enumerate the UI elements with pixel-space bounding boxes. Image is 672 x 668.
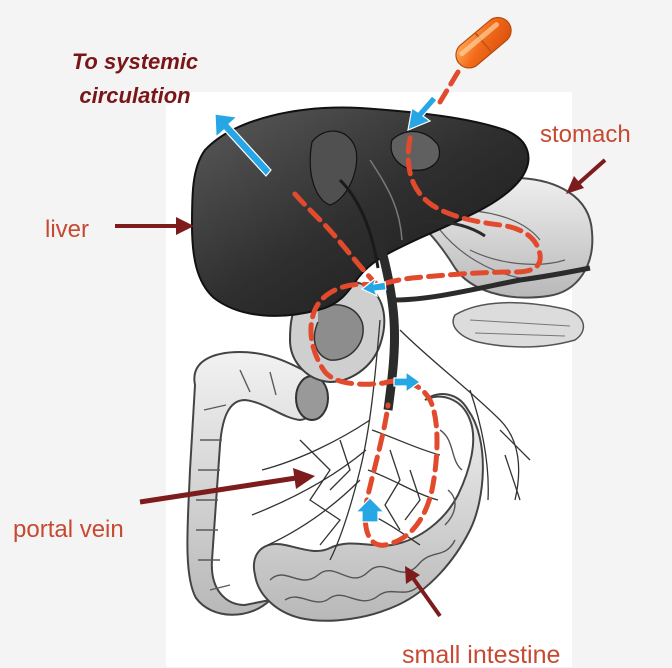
- liver-label: liver: [45, 216, 89, 244]
- systemic-label-line1: To systemic: [50, 45, 220, 79]
- capsule-icon: [451, 12, 517, 73]
- portal-vein-label: portal vein: [13, 516, 124, 544]
- stomach-label: stomach: [540, 121, 631, 149]
- small-intestine-label: small intestine: [402, 641, 560, 668]
- pancreas-organ: [453, 303, 583, 347]
- systemic-label-line2: circulation: [50, 79, 220, 113]
- systemic-circulation-label: To systemic circulation: [50, 45, 220, 113]
